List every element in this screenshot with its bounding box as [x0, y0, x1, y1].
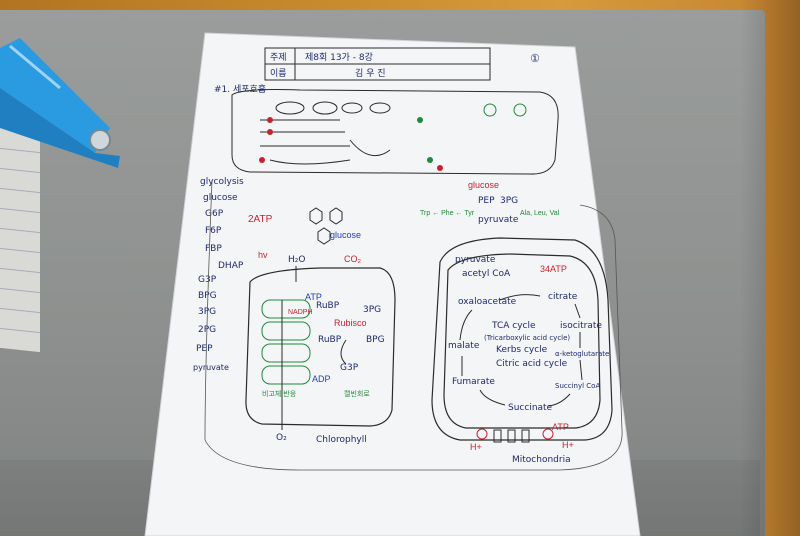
h2o-label: H₂O [288, 255, 305, 265]
glycolysis-step-1: glucose [203, 193, 238, 203]
glycolysis-lower-5: pyruvate [193, 363, 229, 372]
thylakoid-stack [261, 299, 311, 385]
mito-pyruvate: pyruvate [455, 255, 496, 265]
pyruvate-box-glucose: glucose [468, 180, 499, 190]
page-number: ① [530, 52, 540, 65]
atp-chloro-label: ATP [305, 292, 322, 302]
amino-left: Trp ← Phe ← Tyr [420, 210, 475, 217]
glycolysis-split-1: G3P [198, 275, 217, 285]
adp-label: ADP [312, 374, 331, 384]
mitochondria-outline [431, 237, 613, 441]
glucose-hexagons [309, 207, 343, 245]
glucose-label: glucose [330, 230, 361, 240]
mito-succinate: Succinate [508, 403, 553, 413]
mito-fumarate: Fumarate [452, 377, 495, 387]
header-table [264, 47, 491, 81]
mito-oxaloacetate: oxaloacetate [458, 297, 517, 307]
tca-cycle-3: Kerbs cycle [496, 345, 548, 355]
chloroplast-arrows [281, 266, 347, 430]
section-title: #1. 세포호흡 [214, 83, 266, 95]
membrane-channels [476, 428, 554, 443]
cell-top-diagram [231, 89, 559, 175]
corner-shadow [740, 0, 800, 536]
h-plus-left: H+ [470, 442, 482, 452]
mito-citrate: citrate [548, 292, 578, 302]
h-plus-right: H+ [562, 440, 574, 450]
pyruvate-box-3pg: 3PG [500, 196, 518, 206]
pyruvate-box-pep: PEP [478, 196, 495, 206]
glycolysis-step-2: G6P [205, 209, 224, 219]
hv-label: hv [258, 250, 268, 260]
mito-malate: malate [448, 341, 480, 351]
header-topic: 제8회 13가 - 8강 [305, 52, 373, 63]
tca-cycle-4: Citric acid cycle [496, 359, 568, 369]
atp-2-label: 2ATP [248, 214, 273, 225]
nadph-label: NADPH [288, 309, 313, 316]
outer-cell-boundary [204, 179, 623, 471]
rubisco-label: Rubisco [334, 318, 367, 328]
mito-succinyl: Succinyl CoA [555, 382, 600, 390]
stroma-note: 캘빈회로 [344, 389, 370, 398]
o2-label: O₂ [276, 433, 287, 443]
thylakoid-note: 비고체 반응 [262, 389, 297, 398]
pyruvate-box-pyruvate: pyruvate [478, 215, 519, 225]
stapler-icon [0, 38, 120, 168]
bpg-label: BPG [366, 335, 385, 345]
amino-right: Ala, Leu, Val [520, 210, 560, 217]
tca-cycle-2: (Tricarboxylic acid cycle) [484, 334, 570, 342]
header-name: 김 우 진 [355, 67, 386, 79]
glycolysis-step-3: F6P [205, 226, 222, 236]
chloroplast-outline [245, 267, 396, 427]
tca-cycle-1: TCA cycle [491, 321, 536, 331]
co2-label: CO₂ [344, 254, 362, 264]
g3p-label: G3P [340, 363, 359, 373]
glycolysis-lower-4: PEP [196, 344, 213, 354]
glycolysis-step-4: FBP [205, 244, 222, 254]
chloroplast-label: Chlorophyll [316, 435, 367, 445]
mitochondria-label: Mitochondria [512, 455, 571, 465]
rubp-label: RuBP [318, 335, 342, 345]
header-topic-label: 주제 [270, 52, 287, 63]
cell-top-marks [259, 103, 527, 171]
glycolysis-split-2: DHAP [218, 261, 244, 271]
mito-acetyl: acetyl CoA [462, 269, 511, 279]
mito-isocitrate: isocitrate [560, 321, 602, 331]
glycolysis-lower-1: BPG [198, 291, 217, 301]
3pg-label: 3PG [363, 305, 381, 315]
rubp-top-label: RuBP [316, 301, 340, 311]
mito-atp-34: 34ATP [540, 264, 567, 274]
mito-atp: ATP [552, 422, 569, 432]
mito-akg: α-ketoglutarate [555, 350, 609, 358]
header-name-label: 이름 [270, 68, 287, 79]
glycolysis-title: glycolysis [200, 177, 244, 187]
tca-arrows [459, 294, 583, 407]
